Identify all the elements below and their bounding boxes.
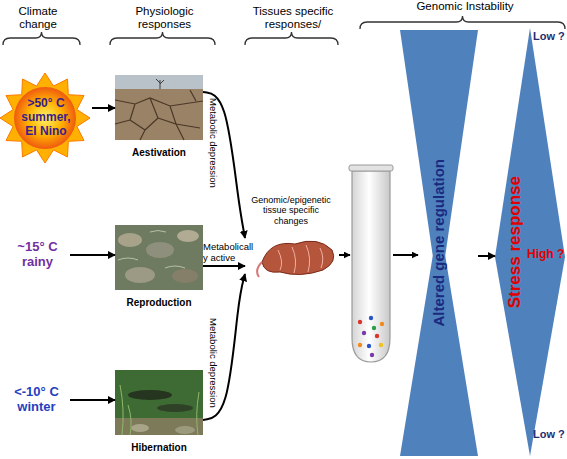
organ-detail — [278, 245, 323, 273]
level-label: High ? — [527, 248, 567, 262]
hourglass-band: Altered gene regulation — [400, 30, 478, 456]
node-label: Stress response — [505, 176, 525, 308]
tube-sample — [379, 343, 383, 347]
flow-arrow — [339, 254, 350, 256]
connector-arrow — [203, 274, 245, 420]
node-label: >50° C summer, El Nino — [16, 97, 76, 138]
node-label: Aestivation — [115, 145, 203, 161]
photo-rock — [177, 230, 199, 242]
node-label: ~15° C rainy — [10, 240, 65, 270]
node-label: Hibernation — [115, 440, 203, 456]
brace — [360, 16, 565, 29]
tube-rim — [349, 165, 393, 171]
flow-arrows — [339, 254, 418, 256]
organ-body — [262, 241, 334, 274]
node-label: Genomic/epigenetic tissue specific chang… — [245, 195, 337, 226]
reproduction-photo — [115, 225, 203, 290]
photo-fish — [157, 404, 193, 412]
brace — [245, 32, 338, 45]
tissue-change: Genomic/epigenetic tissue specific chang… — [245, 195, 337, 277]
photo-rock — [118, 233, 142, 247]
tube-body — [352, 171, 390, 362]
sun-rays — [0, 73, 90, 163]
tube-sample — [375, 334, 379, 338]
tube-sample — [358, 320, 362, 324]
tube-sample — [362, 331, 366, 335]
climate-condition: ~15° C rainy — [5, 235, 70, 275]
connector-label: Metabolic depression — [207, 318, 218, 408]
photo-rock — [146, 242, 174, 258]
tube-sample — [370, 353, 374, 357]
test-tube — [349, 165, 393, 362]
photo-stone — [131, 424, 149, 432]
sun-illustration — [0, 73, 90, 163]
flow-arrow — [393, 254, 418, 256]
node-label: Altered gene regulation — [430, 159, 447, 327]
photo-ripple — [118, 231, 185, 269]
photo-rock — [172, 269, 198, 283]
column-header: Climate change — [3, 5, 73, 31]
node-shape — [400, 30, 478, 456]
photo-stone — [175, 426, 195, 434]
photo-rock — [125, 267, 155, 283]
column-header: Physiologic responses — [122, 5, 207, 31]
photo-panel: Hibernation — [115, 370, 203, 455]
node-label: Reproduction — [115, 295, 203, 311]
column-header: Genomic Instability — [405, 0, 525, 13]
photo-water — [115, 225, 203, 290]
sun-disc — [14, 87, 76, 149]
climate-condition: <-10° C winter — [3, 380, 70, 420]
tissue-illustration — [257, 241, 334, 277]
connector-arrow — [70, 254, 115, 256]
node-label: <-10° C winter — [9, 385, 65, 415]
organ-tail — [257, 262, 262, 277]
connector-arrow — [92, 107, 115, 109]
tube-sample — [367, 344, 371, 348]
tube-sample — [372, 326, 376, 330]
photo-pond — [115, 370, 203, 435]
connector-label: Metabolic depression — [207, 98, 218, 188]
connector-arrow — [478, 255, 495, 257]
brace — [3, 32, 80, 45]
connector-arrow — [70, 399, 115, 401]
photo-pond-bottom — [115, 418, 203, 435]
photo-ground — [115, 89, 203, 140]
connector-arrow — [203, 92, 245, 238]
tube-sample — [380, 322, 384, 326]
photo-weed — [120, 385, 199, 435]
level-label: Low ? — [533, 30, 567, 43]
climate-sun: >50° C summer, El Nino — [0, 62, 92, 174]
photo-panel: Reproduction — [115, 225, 203, 310]
ground-cracks — [115, 90, 203, 140]
dead-tree — [156, 79, 164, 89]
stress-diamond: Stress response — [495, 28, 565, 456]
hibernation-photo — [115, 370, 203, 435]
tube-sample — [369, 316, 373, 320]
brace — [110, 32, 215, 45]
photo-fish — [128, 390, 172, 400]
node-shape — [495, 28, 565, 456]
column-header: Tissues specific responses/ — [248, 5, 338, 31]
photo-panel: Aestivation — [115, 75, 203, 160]
connector-label: Metabolicall y active — [203, 242, 260, 264]
aestivation-photo — [115, 75, 203, 140]
photo-sky — [115, 75, 203, 89]
level-label: Low ? — [533, 428, 567, 441]
connector-arrow — [203, 265, 245, 267]
tube-sample — [358, 343, 362, 347]
